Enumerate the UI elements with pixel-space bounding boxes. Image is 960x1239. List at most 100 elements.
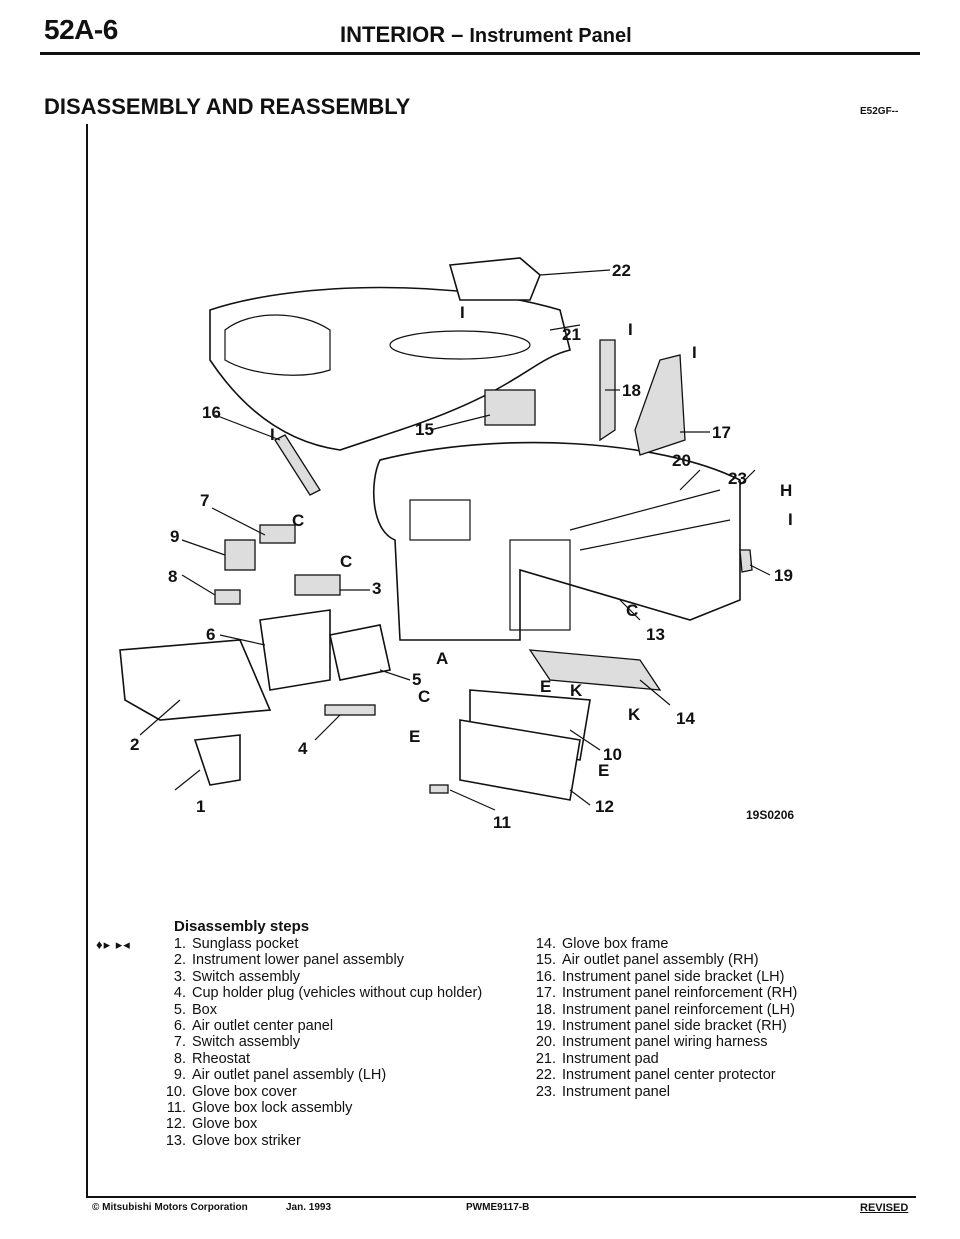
steps-list-left: 1.Sunglass pocket 2.Instrument lower pan… — [160, 936, 500, 1149]
callout-9: 8 — [168, 567, 177, 586]
callout-E2: E — [540, 677, 551, 696]
air-outlet-center-panel — [259, 609, 331, 691]
page-code: 52A-6 — [44, 14, 118, 45]
center-protector — [448, 257, 541, 301]
frame-left-rule — [86, 124, 88, 1198]
step-item: 14.Glove box frame — [535, 936, 669, 952]
callout-11: 11 — [493, 813, 511, 832]
cup-holder-plug — [324, 704, 376, 716]
step-item: 6.Air outlet center panel — [173, 1018, 334, 1035]
callout-18: 18 — [622, 381, 641, 400]
glove-box — [459, 719, 581, 801]
footer-publication: PWME9117-B — [466, 1202, 530, 1213]
step-item: 21.Instrument pad — [535, 1050, 659, 1067]
side-bracket-lh — [274, 434, 321, 496]
reinforcement-rh — [634, 354, 686, 456]
footer-revised: REVISED — [860, 1202, 909, 1214]
callout-I: I — [270, 425, 275, 444]
air-outlet-rh — [484, 389, 536, 426]
step-item: 11.Glove box lock assembly — [166, 1100, 353, 1117]
switch-assembly-7 — [259, 524, 296, 544]
callout-H: H — [780, 481, 792, 500]
step-item: 22.Instrument panel center protector — [535, 1067, 776, 1084]
step-item: 5.Box — [173, 1001, 217, 1018]
callout-15: 15 — [415, 420, 434, 439]
footer-copyright: © Mitsubishi Motors Corporation — [92, 1202, 248, 1213]
frame-bottom-rule — [86, 1196, 916, 1198]
side-bracket-rh — [739, 549, 753, 573]
step-item: 9.Air outlet panel assembly (LH) — [173, 1067, 387, 1084]
air-outlet-lh — [224, 539, 256, 571]
section-code: E52GF-- — [860, 106, 899, 117]
subsection-name: Instrument Panel — [469, 25, 632, 47]
leader-lines — [139, 269, 771, 811]
exploded-parts-diagram: 1 2 3 4 5 6 7 9 8 10 11 12 13 14 15 16 1… — [119, 257, 793, 832]
callout-12: 12 — [595, 797, 614, 816]
step-item: 17.Instrument panel reinforcement (RH) — [535, 985, 798, 1002]
callout-19: 19 — [774, 566, 793, 585]
glove-box-lock — [429, 784, 449, 794]
step-item: 10.Glove box cover — [165, 1083, 297, 1100]
steps-list-right: 14.Glove box frame 15.Air outlet panel a… — [530, 936, 870, 1100]
callout-2: 2 — [130, 735, 139, 754]
callout-A: A — [436, 649, 448, 668]
figure-label: 19S0206 — [746, 808, 795, 822]
step-item: 13.Glove box striker — [165, 1132, 301, 1149]
callout-C3: C — [418, 687, 430, 706]
step-item: 20.Instrument panel wiring harness — [535, 1034, 768, 1051]
callout-8: 9 — [170, 527, 179, 546]
step-item: 8.Rheostat — [173, 1050, 251, 1067]
callout-1: 1 — [196, 797, 205, 816]
callout-I3: I — [628, 320, 633, 339]
callout-6: 6 — [206, 625, 215, 644]
callout-23: 23 — [728, 469, 747, 488]
callout-4: 4 — [298, 739, 308, 758]
header-separator: – — [451, 22, 464, 47]
switch-assembly-3 — [294, 574, 341, 596]
step-item: 19.Instrument panel side bracket (RH) — [535, 1018, 787, 1035]
step-item: 7.Switch assembly — [173, 1034, 300, 1051]
callout-21: 21 — [562, 325, 581, 344]
callout-17: 17 — [712, 423, 731, 442]
callout-16: 16 — [202, 403, 221, 422]
disassembly-steps-title: Disassembly steps — [174, 918, 310, 935]
callout-7: 7 — [200, 491, 209, 510]
callout-E: E — [409, 727, 420, 746]
callout-13: 13 — [646, 625, 665, 644]
glove-box-frame — [528, 649, 662, 691]
page-header-title: INTERIOR–Instrument Panel — [340, 22, 632, 48]
rheostat — [214, 589, 241, 605]
callout-10: 10 — [603, 745, 622, 764]
callout-C: C — [292, 511, 304, 530]
callout-3: 3 — [372, 579, 381, 598]
callout-I2: I — [460, 303, 465, 322]
callout-I4: I — [692, 343, 697, 362]
step-item: 1.Sunglass pocket — [173, 936, 299, 952]
callout-K: K — [570, 681, 583, 700]
step-item: 12.Glove box — [165, 1116, 258, 1133]
header-rule — [40, 52, 920, 55]
step-item: 2.Instrument lower panel assembly — [173, 952, 404, 969]
callout-22: 22 — [612, 261, 631, 280]
step-item: 18.Instrument panel reinforcement (LH) — [535, 1001, 795, 1018]
step-item: 3.Switch assembly — [173, 968, 300, 985]
callout-14: 14 — [676, 709, 695, 728]
callout-C4: C — [626, 601, 638, 620]
step-item: 23.Instrument panel — [535, 1083, 671, 1100]
footer-date: Jan. 1993 — [286, 1202, 332, 1213]
callout-I5: I — [788, 510, 793, 529]
step-item: 4.Cup holder plug (vehicles without cup … — [173, 985, 483, 1002]
callout-20: 20 — [672, 451, 691, 470]
box — [329, 624, 391, 681]
instrument-lower-panel — [119, 639, 272, 721]
step-item: 16.Instrument panel side bracket (LH) — [535, 968, 785, 985]
step-item: 15.Air outlet panel assembly (RH) — [535, 952, 759, 969]
callout-E3: E — [598, 761, 609, 780]
callout-5: 5 — [412, 670, 421, 689]
sunglass-pocket — [193, 734, 241, 786]
instrument-pad — [209, 286, 571, 451]
callout-K2: K — [628, 705, 641, 724]
section-name: INTERIOR — [340, 22, 446, 47]
arrow-marks: ♦▸ ▸◂ — [96, 937, 131, 952]
instrument-panel — [372, 441, 741, 641]
